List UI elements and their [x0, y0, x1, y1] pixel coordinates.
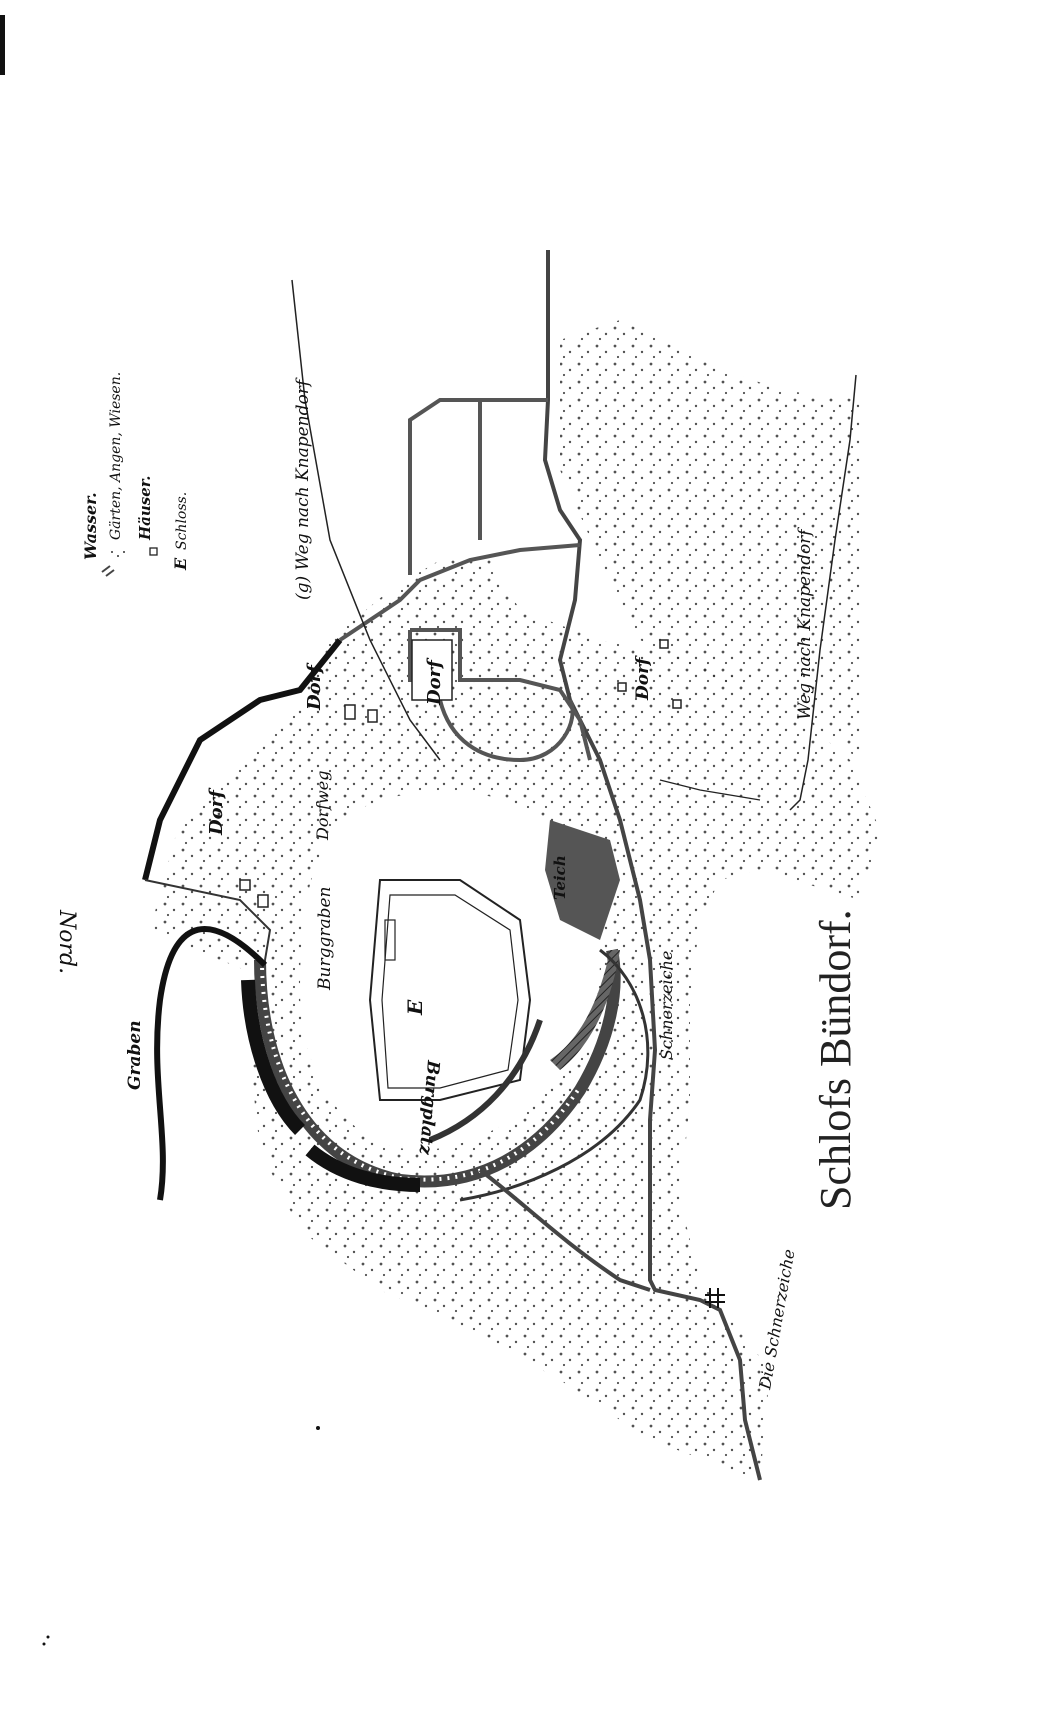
outer-wall-hatched	[550, 950, 620, 1070]
label-schloss-E: E	[403, 999, 427, 1016]
stream	[478, 250, 762, 1481]
label-weg-lower: Weg nach Knapendorf	[795, 527, 815, 720]
north-label: Nord.	[54, 909, 79, 974]
village-roads	[338, 398, 592, 763]
label-schnerzeiche-river: Die Schnerzeiche	[755, 1248, 799, 1392]
label-dorfweg: Dorfweg	[313, 771, 332, 841]
label-schnerzeiche: Schnerzeiche	[657, 951, 676, 1060]
moat-ring	[254, 948, 621, 1188]
legend-garten: Gärten, Angen, Wiesen.	[108, 372, 124, 540]
label-dorf-2: Dorf	[424, 657, 445, 706]
castle-building	[368, 879, 532, 1101]
village-wall	[142, 638, 343, 881]
burgplatz-wall	[428, 1019, 543, 1143]
label-dorf-3: Dorf	[633, 655, 653, 701]
scan-edge-mark	[0, 15, 5, 75]
legend-schloss: Schloss.	[174, 492, 190, 550]
label-dorf-1: Dorf	[304, 662, 325, 711]
moat-dark-west	[241, 979, 306, 1135]
legend-wasser: Wasser.	[81, 492, 100, 560]
label-dorf-4: Dorf	[206, 787, 227, 836]
legend-hauser: Häuser.	[136, 475, 154, 541]
label-teich: Teich	[551, 855, 569, 900]
graben-ditch	[154, 926, 268, 1201]
label-graben: Graben	[125, 1020, 145, 1090]
label-burggraben: Burggraben	[315, 887, 335, 992]
teich-pond	[545, 820, 620, 940]
houses	[239, 639, 682, 908]
moat-dark-south	[305, 1144, 421, 1192]
road-knapendorf-lower	[789, 374, 857, 811]
map-title: Schlofs Bündorf.	[811, 909, 860, 1210]
road-knapendorf-upper	[291, 279, 441, 761]
legend-symbols	[101, 547, 158, 577]
label-weg-upper: (g) Weg nach Knapendorf	[293, 377, 313, 600]
legend-E: E	[171, 557, 190, 571]
